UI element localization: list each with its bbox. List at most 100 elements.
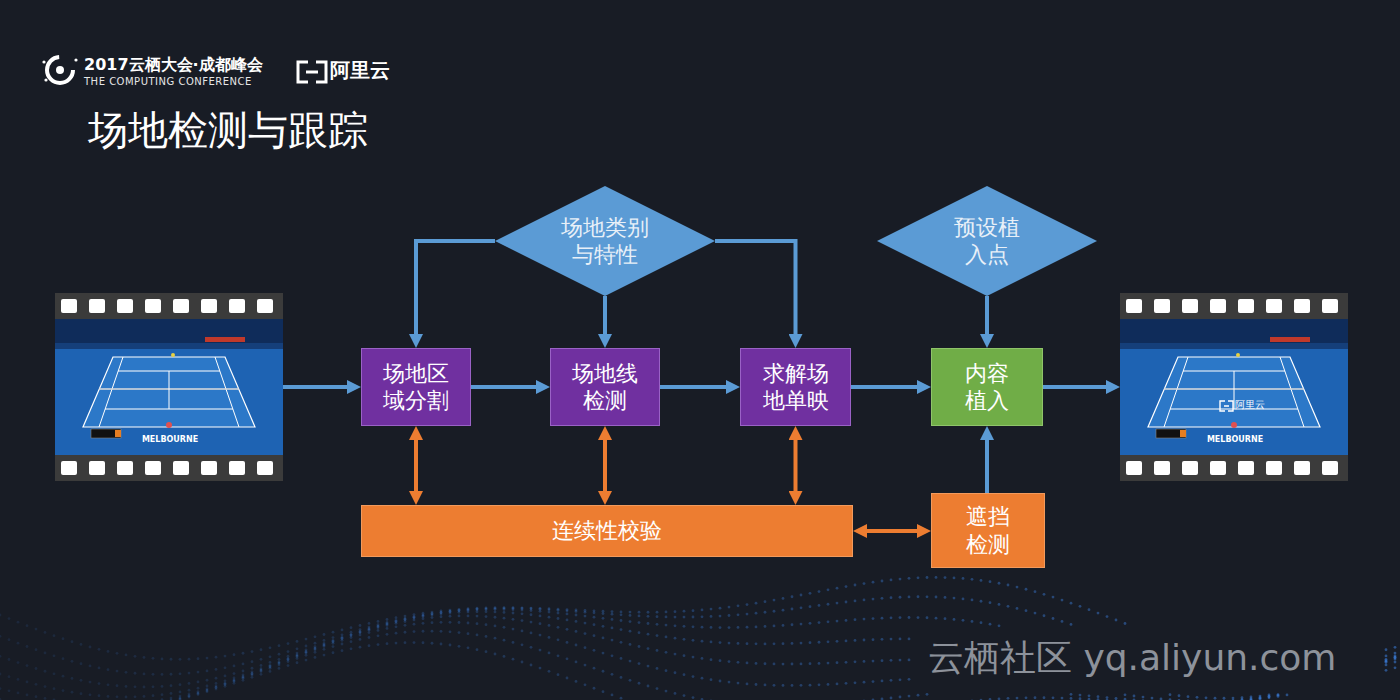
wave-dot <box>1250 698 1253 700</box>
wave-dot <box>17 692 20 695</box>
wave-dot <box>179 697 182 700</box>
wave-dot <box>206 690 209 693</box>
wave-dot <box>503 626 506 629</box>
wave-dot <box>179 683 182 686</box>
wave-dot <box>251 674 254 677</box>
wave-dot <box>656 667 659 670</box>
wave-dot <box>1394 658 1397 661</box>
wave-dot <box>728 614 731 617</box>
wave-dot <box>395 632 398 635</box>
wave-dot <box>917 595 920 598</box>
wave-dot <box>8 617 11 620</box>
wave-dot <box>521 629 524 632</box>
wave-dot <box>197 657 200 660</box>
wave-dot <box>539 622 542 625</box>
wave-dot <box>998 582 1001 585</box>
wave-dot <box>602 617 605 620</box>
wave-dot <box>170 658 173 661</box>
wave-dot <box>368 629 371 632</box>
wave-dot <box>314 648 317 651</box>
wave-dot <box>845 639 848 642</box>
wave-dot <box>449 630 452 633</box>
wave-dot <box>422 617 425 620</box>
wave-dot <box>926 576 929 579</box>
wave-dot <box>332 636 335 639</box>
wave-dot <box>1394 652 1397 655</box>
wave-dot <box>332 642 335 645</box>
wave-dot <box>665 611 668 614</box>
wave-dot <box>476 610 479 613</box>
wave-dot <box>1178 699 1181 700</box>
wave-dot <box>269 667 272 670</box>
wave-dot <box>44 685 47 688</box>
wave-dot <box>215 677 218 680</box>
wave-dot <box>827 683 830 686</box>
wave-dot <box>638 611 641 614</box>
wave-dot <box>494 616 497 619</box>
wave-dot <box>683 654 686 657</box>
wave-dot <box>1097 698 1100 700</box>
wave-dot <box>341 628 344 631</box>
wave-dot <box>620 619 623 622</box>
wave-dot <box>170 692 173 695</box>
wave-dot <box>242 652 245 655</box>
wave-dot <box>872 617 875 620</box>
wave-dot <box>872 638 875 641</box>
wave-dot <box>1286 694 1289 697</box>
wave-dot <box>188 682 191 685</box>
wave-dot <box>188 689 191 692</box>
wave-dot <box>476 622 479 625</box>
wave-dot <box>881 597 884 600</box>
inserted-logo-icon <box>1220 401 1233 411</box>
wave-dot <box>98 667 101 670</box>
wave-dot <box>107 695 110 698</box>
wave-dot <box>350 647 353 650</box>
wave-dot <box>845 661 848 664</box>
wave-dot <box>89 665 92 668</box>
wave-dot <box>503 639 506 642</box>
wave-dot <box>35 695 38 698</box>
wave-dot <box>404 624 407 627</box>
wave-dot <box>278 667 281 670</box>
process-box: 场地线检测 <box>550 348 660 426</box>
wave-dot <box>179 691 182 694</box>
wave-dot <box>602 637 605 640</box>
wave-dot <box>233 665 236 668</box>
wave-dot <box>1070 602 1073 605</box>
wave-dot <box>0 698 1 700</box>
wave-dot <box>1052 696 1055 699</box>
wave-dot <box>1106 699 1109 700</box>
wave-dot <box>710 608 713 611</box>
wave-dot <box>584 683 587 686</box>
wave-dot <box>692 616 695 619</box>
wave-dot <box>260 664 263 667</box>
wave-dot <box>701 626 704 629</box>
wave-dot <box>467 622 470 625</box>
wave-dot <box>701 677 704 680</box>
wave-dot <box>152 685 155 688</box>
wave-dot <box>413 641 416 644</box>
wave-dot <box>386 624 389 627</box>
wave-dot <box>1106 615 1109 618</box>
wave-dot <box>1250 697 1253 700</box>
wave-dot <box>1043 593 1046 596</box>
wave-dot <box>944 596 947 599</box>
decision-diamond: 预设植入点 <box>877 186 1097 296</box>
wave-dot <box>701 640 704 643</box>
wave-dot <box>188 695 191 698</box>
watermark: 云栖社区 yq.aliyun.com <box>928 636 1336 679</box>
wave-dot <box>323 654 326 657</box>
wave-dot <box>1250 699 1253 700</box>
wave-dot <box>1268 696 1271 699</box>
wave-dot <box>890 697 893 700</box>
wave-dot <box>494 608 497 611</box>
wave-dot <box>395 616 398 619</box>
wave-dot <box>593 634 596 637</box>
flow-connector <box>660 385 726 389</box>
wave-dot <box>980 621 983 624</box>
wave-dot <box>665 651 668 654</box>
wave-dot <box>314 642 317 645</box>
wave-dot <box>242 670 245 673</box>
wave-dot <box>647 611 650 614</box>
wave-dot <box>629 630 632 633</box>
